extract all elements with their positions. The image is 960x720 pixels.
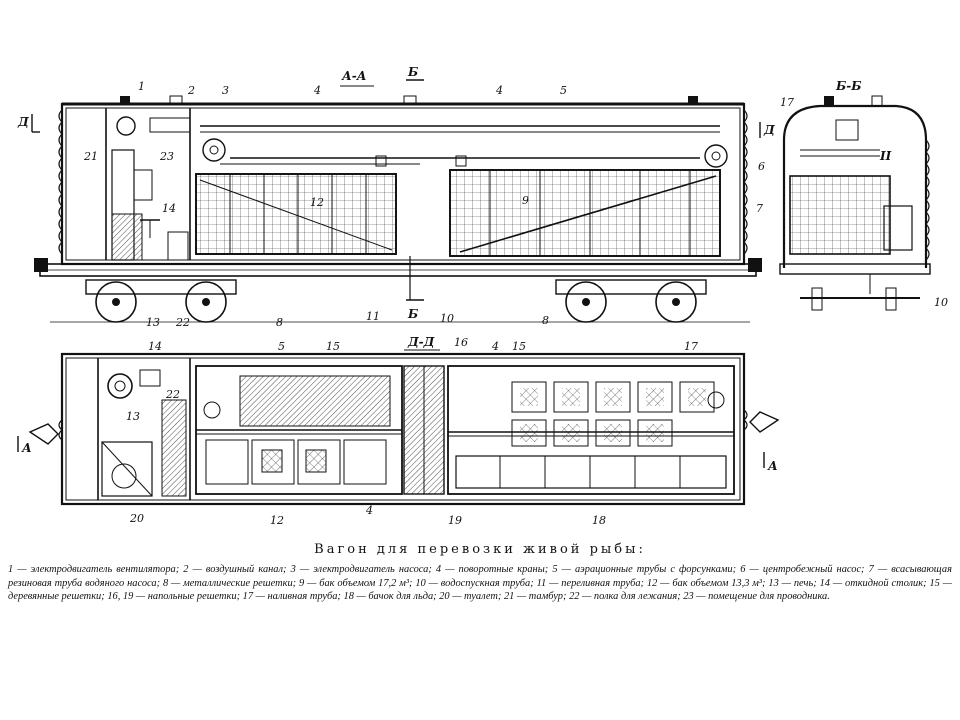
callout-plan-22: 22 [165,388,180,401]
callout-plan-16: 16 [454,336,468,349]
legend-item: 1 — электродвигатель вентилятора; [8,564,180,575]
legend-item: 15 — деревянные решетки; [8,577,952,603]
callout-14: 14 [162,202,176,215]
legend-item: 5 — аэрационные трубы с форсунками; [552,564,737,575]
callout-5: 5 [560,84,567,97]
plan-view-dd [17,349,780,506]
legend-item: 17 — наливная труба; [242,591,341,602]
legend-item: 18 — бачок для льда; [343,591,437,602]
caption-legend: 1 — электродвигатель вентилятора; 2 — во… [8,563,952,604]
elevation-callouts: 1 2 3 4 4 5 6 7 21 23 12 9 14 13 22 8 11… [83,80,765,329]
section-label-d-left: Д [17,115,29,129]
section-label-aa: А-А [341,69,367,83]
callout-12: 12 [310,196,324,209]
legend-item: 23 — помещение для проводника. [683,591,830,602]
callout-4b: 4 [495,84,503,97]
legend-item: 22 — полка для лежания; [569,591,681,602]
section-label-b-top: Б [407,65,418,79]
section-label-roman-2: II [879,149,892,163]
callout-13: 13 [146,316,160,329]
callout-plan-15b: 15 [512,340,526,353]
legend-item: 13 — печь; [768,577,817,589]
callout-plan-15a: 15 [326,340,340,353]
section-label-a-right: А [767,459,778,473]
callout-1: 1 [138,80,145,93]
section-label-bb: Б-Б [835,79,862,93]
legend-item: 11 — переливная труба; [536,577,644,589]
caption-title: Вагон для перевозки живой рыбы: [314,542,646,557]
cross-section-bb [779,95,931,311]
legend-item: 14 — откидной столик; [819,577,927,589]
car-body-plan [60,352,746,506]
legend-item: 21 — тамбур; [503,591,567,602]
callout-2: 2 [187,84,195,97]
callout-plan-17: 17 [684,340,698,353]
callout-21: 21 [83,150,98,163]
section-label-b-bottom: Б [407,307,418,321]
callout-8a: 8 [276,316,283,329]
rail-car-drawing: Д А-А Б Б Д 1 2 3 4 4 5 6 7 21 23 12 9 1… [17,65,948,527]
callout-plan-4a: 4 [491,340,499,353]
callout-4a: 4 [313,84,321,97]
callout-plan-13: 13 [126,410,140,423]
legend-item: 8 — металлические решетки; [162,577,297,589]
legend-item: 10 — водоспускная труба; [415,577,534,589]
legend-item: 16, 19 — напольные решетки; [107,591,241,602]
callout-11: 11 [366,310,380,323]
legend-item: 7 — всасывающая резиновая труба водяного… [8,564,952,589]
legend-item: 6 — центробежный насос; [740,564,865,575]
callout-plan-12: 12 [270,514,284,527]
legend-item: 20 — туалет; [439,591,502,602]
callout-plan-20: 20 [129,512,144,525]
legend-item: 2 — воздушный канал; [183,564,287,575]
callout-8b: 8 [542,314,549,327]
side-elevation [31,79,762,323]
callout-plan-18: 18 [592,514,606,527]
section-label-a-left: А [21,441,32,455]
callout-23: 23 [159,150,174,163]
callout-10: 10 [440,312,454,325]
legend-item: 4 — поворотные краны; [435,564,549,575]
callout-6: 6 [758,160,765,173]
callout-side-10: 10 [934,296,948,309]
callout-9: 9 [522,194,529,207]
legend-item: 3 — электродвигатель насоса; [290,564,432,575]
bogie-left [85,279,237,323]
callout-plan-4b: 4 [365,504,373,517]
callout-plan-19: 19 [448,514,462,527]
legend-item: 9 — бак объемом 17,2 м³; [299,577,413,589]
tank-9-plan [447,365,735,495]
section-label-dd: Д-Д [407,335,435,349]
callout-plan-5: 5 [278,340,285,353]
callout-22: 22 [175,316,190,329]
callout-plan-14: 14 [148,340,162,353]
section-label-d-right: Д [763,123,775,137]
callout-7: 7 [756,202,763,215]
legend-item: 12 — бак объемом 13,3 м³; [646,577,766,589]
plan-callouts: 14 13 22 5 15 16 4 15 17 20 12 4 19 18 [126,336,698,527]
callout-side-17: 17 [780,96,794,109]
figure-caption: Вагон для перевозки живой рыбы: 1 — элек… [8,542,952,604]
callout-3: 3 [222,84,229,97]
bogie-right [555,279,707,323]
